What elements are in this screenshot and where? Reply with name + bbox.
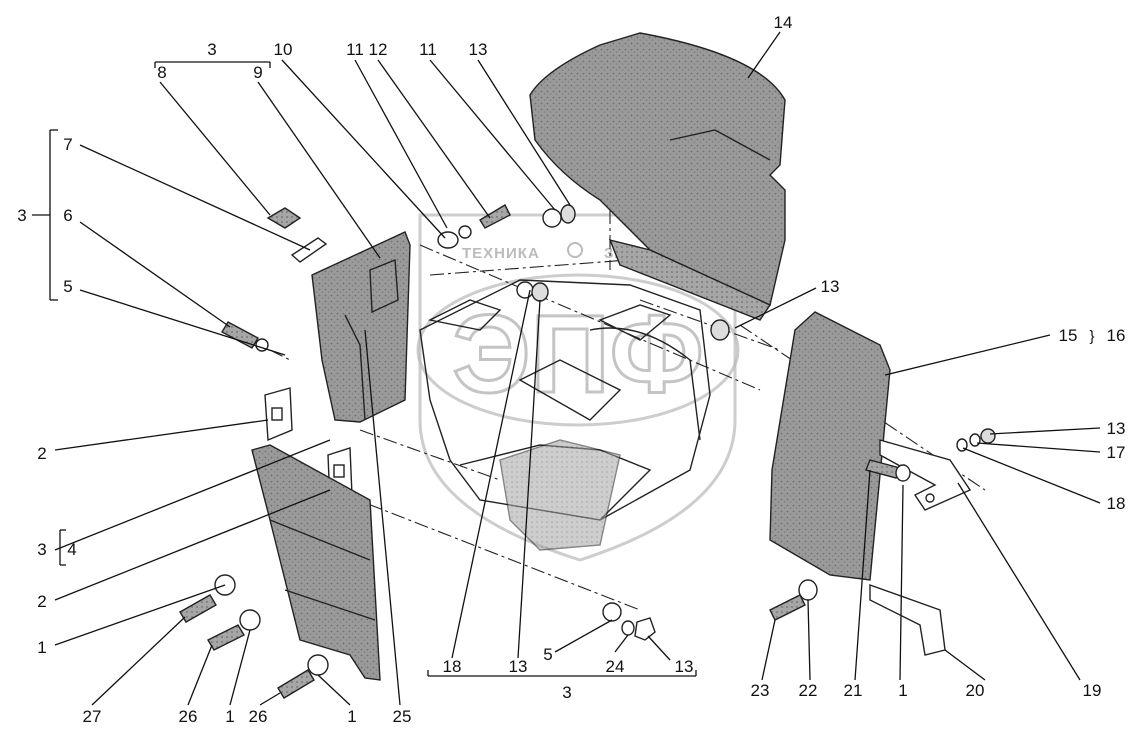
callout-26-b: 26 <box>249 707 268 726</box>
callout-4: 4 <box>67 540 76 559</box>
callout-27: 27 <box>83 707 102 726</box>
callout-20: 20 <box>966 681 985 700</box>
callout-13-top: 13 <box>469 40 488 59</box>
callout-17: 17 <box>1107 443 1126 462</box>
callout-19: 19 <box>1083 681 1102 700</box>
callout-6: 6 <box>63 206 72 225</box>
callout-18-mid: 18 <box>443 657 462 676</box>
gear-icon <box>567 242 583 258</box>
callout-1-r: 1 <box>898 681 907 700</box>
part-19-bracket <box>879 439 972 511</box>
callout-2-a: 2 <box>37 444 46 463</box>
leader-lines <box>32 31 1101 706</box>
callout-11b: 11 <box>419 40 437 59</box>
callout-13-bot: 13 <box>675 657 694 676</box>
callout-1-c: 1 <box>347 707 356 726</box>
callout-11a: 11 <box>346 40 364 59</box>
callout-26-a: 26 <box>179 707 198 726</box>
callout-12: 12 <box>369 40 388 59</box>
callout-21: 21 <box>844 681 863 700</box>
callout-25: 25 <box>393 707 412 726</box>
callout-3-top: 3 <box>207 40 216 59</box>
part-20-bracket <box>869 584 946 656</box>
callout-2-b: 2 <box>37 592 46 611</box>
callout-16: 16 <box>1107 326 1126 345</box>
part-9-side-panel <box>311 231 411 423</box>
callout-13-r2: 13 <box>1107 419 1126 438</box>
part-2-bracket-a <box>264 387 293 442</box>
callout-1-b: 1 <box>225 707 234 726</box>
callout-1-a: 1 <box>37 638 46 657</box>
callout-23: 23 <box>751 681 770 700</box>
callout-8: 8 <box>157 63 166 82</box>
callout-5-mid: 5 <box>543 645 552 664</box>
callout-7: 7 <box>63 135 72 154</box>
callout-3-bot: 3 <box>562 683 571 702</box>
callout-labels: 3 8 9 10 11 12 11 13 14 3 7 6 5 2 4 3 2 … <box>17 13 1125 726</box>
callout-14: 14 <box>774 13 793 32</box>
bolts <box>179 459 911 699</box>
washers-right <box>956 428 996 452</box>
callout-10: 10 <box>274 40 293 59</box>
callout-22: 22 <box>799 681 818 700</box>
part-15-right-panel <box>769 311 891 581</box>
callout-3-left: 3 <box>17 206 26 225</box>
callout-15: 15 <box>1059 326 1078 345</box>
part-4-door-panel <box>251 444 381 681</box>
part-14-cover <box>529 32 786 321</box>
callout-13-right: 13 <box>821 277 840 296</box>
callout-5-left: 5 <box>63 277 72 296</box>
washers-top <box>437 204 730 341</box>
brace-15-16: } <box>1089 328 1094 345</box>
callout-18-r: 18 <box>1107 494 1126 513</box>
callout-24: 24 <box>606 657 625 676</box>
watermark-logo: ЭПФ <box>452 293 703 416</box>
callout-9: 9 <box>253 63 262 82</box>
watermark-left-text: ТЕХНИКА <box>462 245 540 262</box>
callout-3-b: 3 <box>37 540 46 559</box>
callout-13-mid: 13 <box>509 657 528 676</box>
